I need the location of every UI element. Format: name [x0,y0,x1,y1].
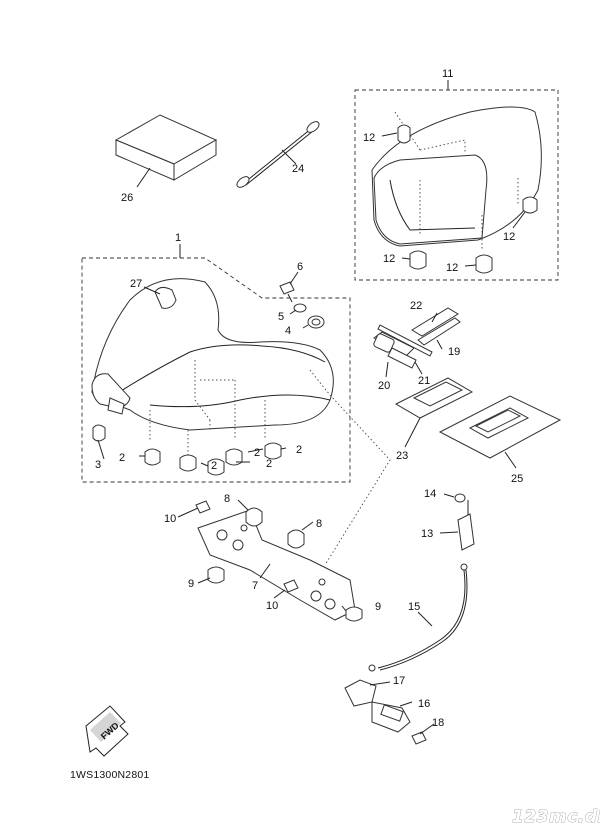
callout-2b: 2 [211,460,217,472]
callout-27: 27 [130,278,142,290]
callout-11: 11 [442,68,453,80]
callout-6: 6 [297,261,303,273]
callout-9a: 9 [188,578,194,590]
callout-15: 15 [408,601,420,613]
single-seat-cowl-illustration [371,106,542,274]
callout-13: 13 [421,528,433,540]
callout-26: 26 [121,192,133,204]
front-direction-arrow-icon [85,705,129,757]
callout-labels: 1 2 2 2 2 2 3 4 5 6 7 8 8 9 9 10 10 11 1… [95,68,523,729]
seat-bracket-illustration [177,499,363,622]
bolt-collar-set-illustration [279,271,325,329]
seat-illustration [91,278,391,566]
callout-24: 24 [292,163,304,175]
callout-19: 19 [448,346,460,358]
callout-2a: 2 [119,452,125,464]
document-bag-illustration [438,395,562,469]
callout-12a: 12 [363,132,375,144]
tool-kit-illustration [373,307,461,378]
callout-12c: 12 [383,253,395,265]
callout-14: 14 [424,488,436,500]
tool-bag-illustration [394,377,474,448]
callout-16: 16 [418,698,430,710]
group-box-seat-cowl [354,89,559,281]
callout-1: 1 [175,232,181,244]
callout-20: 20 [378,380,390,392]
diagram-code: 1WS1300N2801 [70,769,149,781]
callout-2c: 2 [254,447,260,459]
watermark: 123mc.dk [512,807,600,827]
callout-7: 7 [252,580,258,592]
callout-2d: 2 [266,458,272,470]
callout-25: 25 [511,473,523,485]
callout-10a: 10 [164,513,176,525]
owners-manual-illustration [114,114,218,188]
callout-18: 18 [432,717,444,729]
callout-21: 21 [418,375,430,387]
helmet-holder-wire-illustration [236,121,320,188]
callout-10b: 10 [266,600,278,612]
callout-8b: 8 [316,518,322,530]
callout-4: 4 [285,325,291,337]
callout-8a: 8 [224,493,230,505]
callout-12d: 12 [446,262,458,274]
seat-lock-assembly-illustration [344,493,475,745]
callout-2e: 2 [296,444,302,456]
callout-17: 17 [393,675,405,687]
group-box-seat [81,257,351,483]
callout-22: 22 [410,300,422,312]
callout-3: 3 [95,459,101,471]
callout-23: 23 [396,450,408,462]
callout-5: 5 [278,311,284,323]
callout-12b: 12 [503,231,515,243]
callout-9b: 9 [375,601,381,613]
